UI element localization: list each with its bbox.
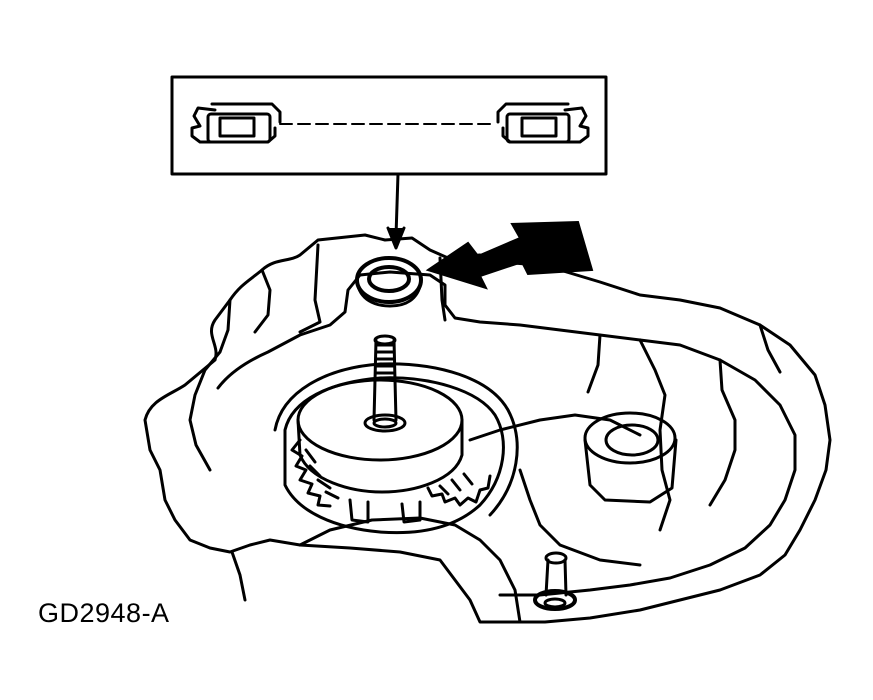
transmission-case bbox=[143, 233, 832, 624]
direction-arrow bbox=[425, 220, 594, 290]
figure-code: GD2948-A bbox=[38, 598, 170, 628]
gear-assembly bbox=[273, 334, 519, 535]
bearing-detail-inset bbox=[170, 75, 608, 176]
pointer-arrow bbox=[386, 172, 406, 250]
vent-stud bbox=[533, 551, 577, 611]
case-boss bbox=[583, 411, 678, 504]
bearing-bore bbox=[355, 256, 423, 308]
